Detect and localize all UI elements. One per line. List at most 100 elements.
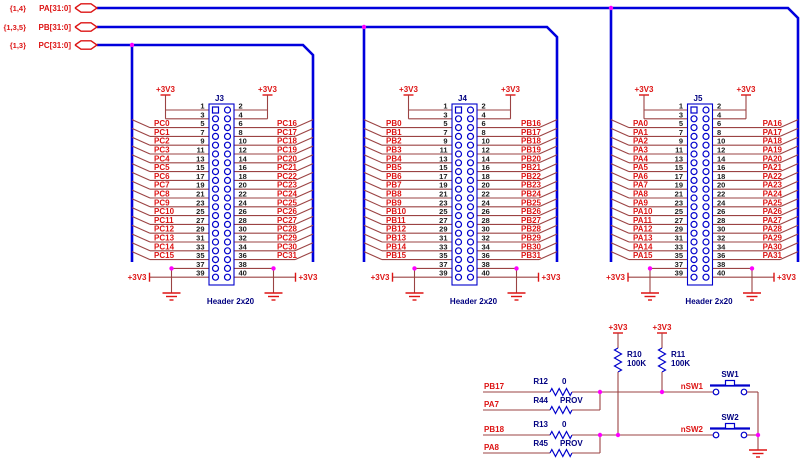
bus-pb310[interactable] [97,25,559,262]
power-3v3-symbol[interactable]: +3V3 [609,323,628,348]
net-label: PA24 [763,190,783,199]
net-label: PC2 [154,137,170,146]
pin-number: 17 [675,172,683,181]
pin-circle [223,256,232,264]
pin-number: 36 [239,251,247,260]
power-3v3-symbol[interactable]: +3V3 [501,85,521,103]
pin-circle [466,256,475,264]
pin-circle [690,220,698,228]
power-3v3-symbol-side[interactable]: +3V3 [773,272,796,282]
bus-pc310[interactable] [97,43,315,262]
pin-1-square [454,106,463,114]
pin-number: 33 [439,242,447,251]
net-label: PA8 [633,190,649,199]
bus-port-pa310[interactable]: {1,4}PA[31:0] [10,3,99,13]
ground-symbol[interactable] [641,292,659,301]
pin-circle [454,256,463,264]
pin-circle [211,247,220,255]
power-3v3-symbol-side[interactable]: +3V3 [128,272,151,282]
net-label: PA1 [633,128,649,137]
pin-circle [454,247,463,255]
pin-circle [223,238,232,246]
net-label: nSW1 [681,382,704,391]
power-3v3-symbol[interactable]: +3V3 [737,85,756,103]
pin-circle [454,123,463,132]
bus-entry [131,207,151,217]
bus-entry [610,207,630,217]
ground-symbol[interactable] [749,449,767,458]
pin-number: 40 [239,269,247,278]
bus-port-pb310[interactable]: {1,3,5}PB[31:0] [3,22,99,32]
net-label: PA29 [763,234,783,243]
pin-number: 40 [482,269,490,278]
bus-entry [294,119,314,129]
bus-entry [294,171,314,181]
power-3v3-symbol[interactable]: +3V3 [156,85,176,103]
power-3v3-symbol-side[interactable]: +3V3 [606,272,629,282]
ground-symbol[interactable] [743,292,761,301]
ground-symbol[interactable] [507,292,526,301]
bus-entry [294,215,314,225]
ground-symbol[interactable] [162,292,181,301]
pin-circle [690,123,698,132]
bus-entry [610,224,630,234]
power-3v3-symbol-side[interactable]: +3V3 [537,272,561,282]
switch-sw1[interactable]: SW1 [710,370,750,396]
pin-number: 30 [482,225,490,234]
connector-j3[interactable]: J3 [208,94,235,286]
power-3v3-symbol-side[interactable]: +3V3 [371,272,394,282]
power-3v3-label: +3V3 [653,323,672,332]
bus-entry [131,189,151,199]
pin-number: 39 [196,269,204,278]
bus-entry [363,171,383,181]
pin-circle [702,220,710,228]
pin-circle [702,150,710,158]
net-label: PA10 [633,207,653,216]
pin-number: 5 [200,119,204,128]
pin-circle [466,212,475,220]
bus-entry [779,224,799,234]
pin-circle [466,115,475,123]
power-3v3-symbol[interactable]: +3V3 [653,323,672,348]
pin-circle [211,159,220,167]
pin-circle [690,159,698,167]
switch-sw2[interactable]: SW2 [710,413,750,439]
bus-pa310[interactable] [97,6,800,262]
pin-circle [690,168,698,176]
connector-j5[interactable]: J5 [686,94,714,286]
resistor-body [549,405,573,415]
pin-circle [690,247,698,255]
pin-circle [466,185,475,193]
power-3v3-symbol[interactable]: +3V3 [258,85,278,103]
net-label: PC31 [277,251,298,260]
pin-circle [211,150,220,158]
bus-entry [779,180,799,190]
pin-number: 29 [675,225,683,234]
power-3v3-symbol-side[interactable]: +3V3 [294,272,318,282]
ground-symbol[interactable] [405,292,424,301]
pin-number: 22 [239,190,247,199]
refdes-label: J4 [458,94,467,103]
bus-entry [538,242,558,252]
bus-port-pc310[interactable]: {1,3}PC[31:0] [10,40,99,50]
net-label: PB5 [386,163,402,172]
bus-entry [779,242,799,252]
net-label: PA20 [763,154,783,163]
bus-entry [779,163,799,173]
connector-j4[interactable]: J4 [451,94,478,286]
bus-entry [779,127,799,137]
bus-entry [294,242,314,252]
bus-entry [363,233,383,243]
bus-entry [610,215,630,225]
power-3v3-symbol[interactable]: +3V3 [399,85,419,103]
power-3v3-symbol[interactable]: +3V3 [635,85,654,103]
junction-dot [361,24,367,30]
net-label: PA0 [633,119,649,128]
net-label: PC27 [277,216,298,225]
ground-symbol[interactable] [264,292,283,301]
bus-line [97,6,800,262]
pin-number: 24 [239,198,248,207]
